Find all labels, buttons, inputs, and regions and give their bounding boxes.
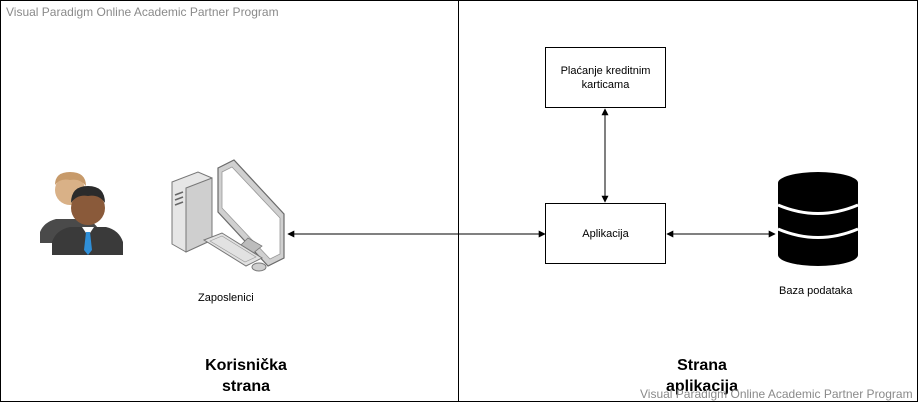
app-side-title-line2: aplikacija [665, 378, 739, 395]
employees-label: Zaposlenici [198, 292, 254, 304]
user-side-title: Korisnička strana [180, 355, 312, 397]
database-icon [777, 172, 859, 266]
app-side-title-line1: Strana [677, 357, 727, 374]
watermark-top: Visual Paradigm Online Academic Partner … [6, 5, 279, 19]
users-icon [40, 172, 123, 255]
database-label: Baza podataka [779, 285, 853, 297]
application-box[interactable]: Aplikacija [545, 203, 666, 264]
user-side-title-line2: strana [221, 378, 271, 395]
payment-box[interactable]: Plaćanje kreditnim karticama [545, 47, 666, 108]
computer-icon [171, 159, 285, 272]
app-side-title: Strana aplikacija [650, 355, 754, 397]
user-side-title-line1: Korisnička [205, 357, 287, 374]
payment-box-label: Plaćanje kreditnim karticama [560, 64, 651, 91]
application-box-label: Aplikacija [582, 227, 629, 240]
watermark-bottom: Visual Paradigm Online Academic Partner … [640, 387, 913, 401]
